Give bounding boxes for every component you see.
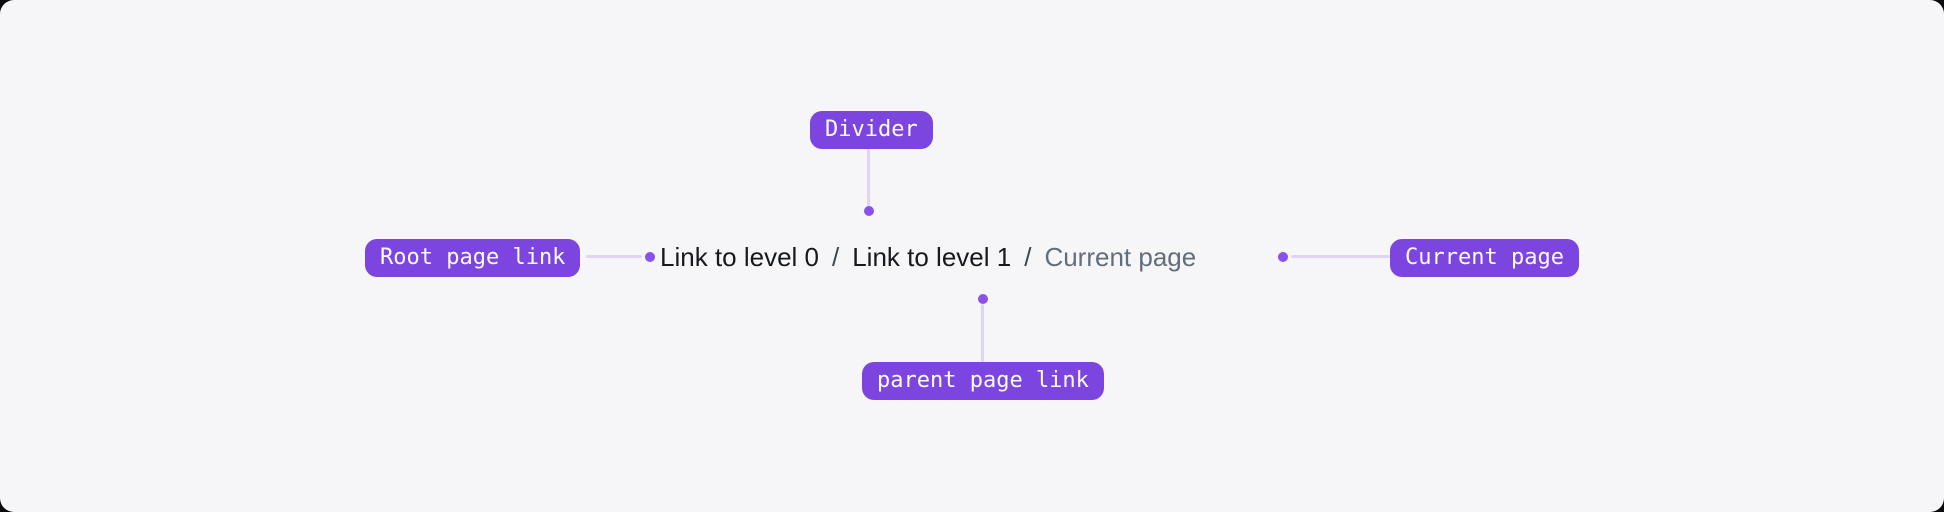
- annotation-root-page-link-label: Root page link: [365, 239, 581, 277]
- breadcrumb-link-level-0[interactable]: Link to level 0: [660, 241, 819, 272]
- annotation-parent-page-link-label: parent page link: [862, 362, 1104, 400]
- breadcrumb-separator: /: [1024, 241, 1032, 272]
- parent-connector-line: [981, 304, 984, 362]
- parent-connector-dot: [978, 294, 988, 304]
- divider-connector-dot: [864, 206, 874, 216]
- breadcrumb-link-level-1[interactable]: Link to level 1: [852, 241, 1012, 272]
- current-connector-dot: [1278, 252, 1288, 262]
- breadcrumb: Link to level 0 / Link to level 1 / Curr…: [660, 237, 1196, 277]
- breadcrumb-current-page: Current page: [1044, 241, 1197, 272]
- root-connector-line: [586, 255, 642, 258]
- breadcrumb-separator: /: [831, 241, 840, 272]
- root-connector-dot: [645, 252, 655, 262]
- annotation-divider-label: Divider: [810, 111, 933, 149]
- current-connector-line: [1291, 255, 1390, 258]
- annotation-current-page-label: Current page: [1390, 239, 1579, 277]
- divider-connector-line: [867, 149, 870, 206]
